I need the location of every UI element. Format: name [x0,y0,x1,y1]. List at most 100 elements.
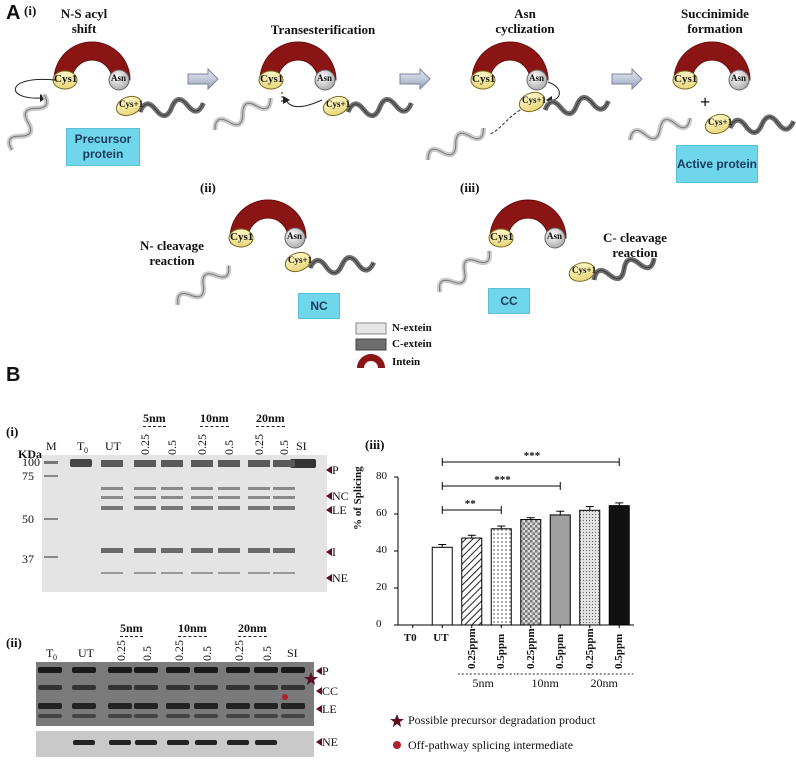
cys1-label-4: Cys1 [674,73,698,85]
active-protein-box: Active protein [676,145,758,183]
x-tick-label: 0.25ppm [583,628,596,669]
asn-label-iii: Asn [547,231,563,241]
x-tick-label: 0.25ppm [465,628,478,669]
panel-a-sub-iii: (iii) [460,180,480,195]
lane-label: SI [287,646,298,660]
cys1-label-2: Cys1 [260,73,284,85]
asn-label-3: Asn [529,73,545,83]
gel-ii-group-5nm: 5nm [120,621,143,637]
panel-a-sub-ii: (ii) [200,180,216,195]
group-label-5nm: 5nm [472,676,494,690]
step-title-asn-cyclization: Asn cyclization [495,6,555,36]
n-cleavage-intein [174,199,375,311]
marker-100: 100 [22,455,40,469]
lane-label: M [46,439,57,453]
asn-label-1: Asn [111,73,127,83]
panel-a-sub-i: (i) [24,3,37,18]
bar [461,537,483,626]
y-tick-label: 0 [376,618,382,630]
step1-intein [6,41,204,154]
band-label-I: I [332,545,336,559]
c-cleavage-intein [436,199,657,297]
marker-37: 37 [22,552,34,566]
gel-ii-group-20nm: 20nm [238,621,267,637]
panel-a-letter: A [6,2,21,24]
x-tick-label: UT [433,632,449,644]
bar [490,528,512,626]
y-tick-label: 80 [376,470,387,482]
sig-label: *** [523,450,541,462]
bar [520,519,542,626]
gel-ii-group-10nm: 10nm [178,621,207,637]
bar [549,514,571,626]
x-tick-label: 0.5ppm [613,633,626,669]
panel-b-sub-i: (i) [6,424,19,439]
lane-label-t0-sub: 0 [84,446,88,455]
n-cleavage-label: N- cleavage reaction [140,238,204,268]
marker-75: 75 [22,469,34,483]
step3-intein [425,41,610,166]
panel-b-sub-ii: (ii) [6,635,22,650]
y-tick-label: 40 [376,544,387,556]
plus-sign: + [700,92,711,112]
cys-plus1-label-4: Cys+1 [708,117,733,127]
step-title-ns-acyl: N-S acyl shift [60,6,108,36]
c-cleavage-label: C- cleavage reaction [603,230,667,260]
x-tick-label: 0.25ppm [524,628,537,669]
step-arrow-3 [611,67,643,91]
band-label-P: P [322,664,329,678]
legend-c-extein: C-extein [392,338,432,350]
gel-i-group-10nm: 10nm [200,411,229,427]
asn-label-ii: Asn [287,231,303,241]
x-tick-label: T0 [403,632,417,644]
sig-label: *** [494,474,511,486]
bar [608,505,630,626]
kda-label: KDa [18,447,42,461]
group-label-20nm: 20nm [590,676,618,690]
legend-star-text: Possible precursor degradation product [408,713,596,727]
band-label-NE: NE [332,571,348,585]
x-tick-label: 0.5ppm [495,633,508,669]
band-label-P: P [332,463,339,477]
y-tick-label: 60 [376,507,387,519]
band-label-NC: NC [332,489,349,503]
panel-b-letter: B [6,364,21,386]
cys1-label-1: Cys1 [54,73,78,85]
gel-i-group-20nm: 20nm [256,411,285,427]
y-tick-label: 20 [376,581,387,593]
cys-plus1-label-1: Cys+1 [119,99,144,109]
cys-plus1-label-ii: Cys+1 [288,255,313,265]
cys1-label-3: Cys1 [472,73,496,85]
step4-intein [628,41,795,147]
mechanism-diagram [0,41,796,368]
group-label-10nm: 10nm [531,676,559,690]
cys1-label-ii: Cys1 [230,231,254,243]
panel-b-sub-iii: (iii) [365,437,385,452]
chart-y-label: % of Splicing [352,466,364,530]
cys-plus1-label-2: Cys+1 [326,99,351,109]
step2-intein [212,41,413,136]
band-label-LE: LE [322,702,337,716]
legend-intein: Intein [392,356,421,368]
lane-label: SI [296,439,307,453]
gel-i-group-5nm: 5nm [143,411,166,427]
step-title-transesterification: Transesterification [270,22,376,37]
step-arrow-1 [187,67,219,91]
lane-label-t0: T [77,439,85,453]
legend-intein-swatch [357,354,385,368]
bar [579,509,601,626]
sig-label: ** [464,498,476,510]
lane-label: UT [78,646,94,660]
nc-box: NC [298,293,340,319]
asn-label-2: Asn [317,73,333,83]
cys-plus1-label-iii: Cys+1 [572,265,597,275]
marker-50: 50 [22,512,34,526]
step-title-succinimide: Succinimide formation [681,6,749,36]
legend-dot-text: Off-pathway splicing intermediate [408,738,574,752]
x-tick-label: 0.5ppm [554,633,567,669]
step-arrow-2 [399,67,431,91]
legend-n-extein-swatch [355,322,387,335]
bar [431,546,453,626]
lane-label-t0-sub: 0 [53,653,57,662]
cys-plus1-label-3: Cys+1 [522,95,547,105]
